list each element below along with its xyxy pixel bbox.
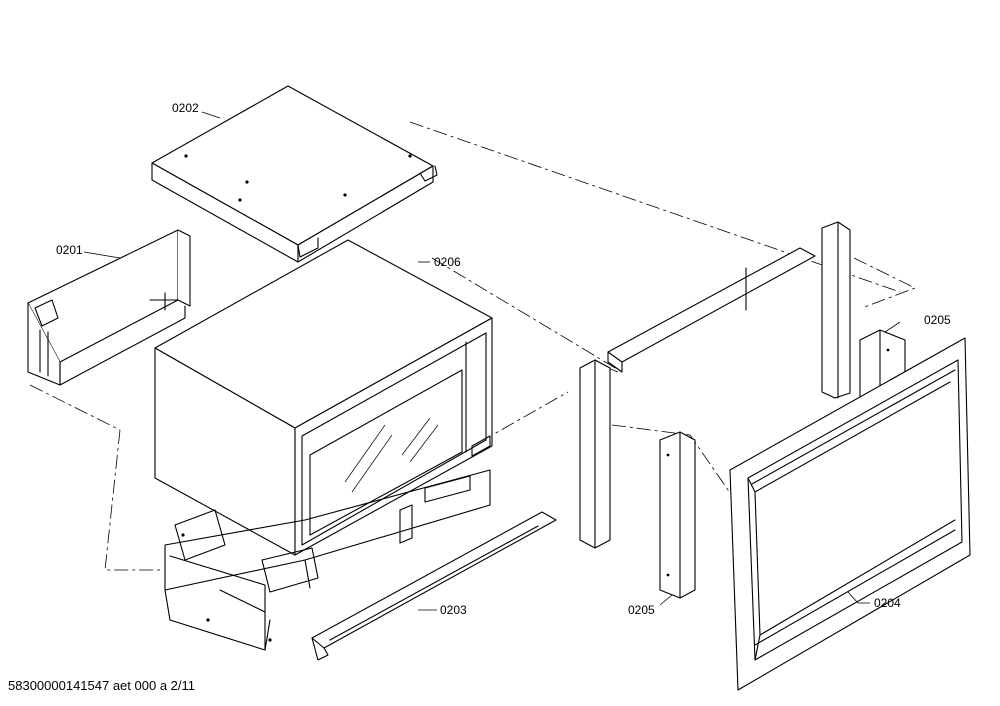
part-0203-bottom-rail xyxy=(311,511,557,661)
leader-lines xyxy=(83,111,901,611)
part-0201-side-panel xyxy=(27,229,191,386)
label-0202: 0202 xyxy=(172,101,199,115)
part-0206-microwave xyxy=(154,239,493,556)
vertical-rails xyxy=(579,221,851,549)
label-0204: 0204 xyxy=(874,596,901,610)
part-0204-trim-frame xyxy=(729,337,971,691)
label-0201: 0201 xyxy=(56,243,83,257)
base-frame-assembly xyxy=(164,469,491,651)
label-0206: 0206 xyxy=(434,255,461,269)
top-cross-rail xyxy=(607,247,816,373)
part-0202-top-cover xyxy=(151,85,438,263)
drawing-reference-footer: 58300000141547 aet 000 a 2/11 xyxy=(8,678,195,693)
label-0203: 0203 xyxy=(440,603,467,617)
label-0205-top: 0205 xyxy=(924,313,951,327)
label-0205-bottom: 0205 xyxy=(628,603,655,617)
